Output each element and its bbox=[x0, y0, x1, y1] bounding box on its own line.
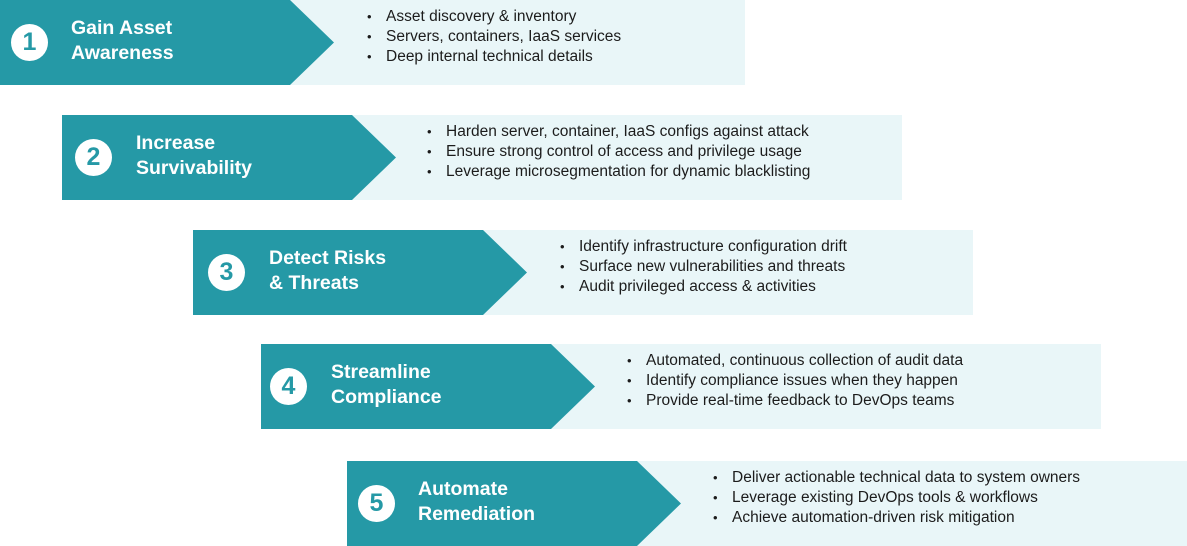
step-1-title-line1: Gain Asset bbox=[71, 17, 173, 39]
step-5-bullet-2: Leverage existing DevOps tools & workflo… bbox=[713, 488, 1080, 508]
step-2-title-line1: Increase bbox=[136, 132, 216, 154]
step-4-title: Streamline Compliance bbox=[331, 360, 551, 410]
step-1-number: 1 bbox=[11, 24, 48, 61]
step-5-title-line1: Automate bbox=[418, 478, 508, 500]
step-1-bullet-1: Asset discovery & inventory bbox=[367, 7, 621, 27]
step-3-bullets: Identify infrastructure configuration dr… bbox=[560, 237, 847, 297]
step-4: 4 Streamline Compliance Automated, conti… bbox=[261, 344, 1101, 429]
step-1-title-line2: Awareness bbox=[71, 42, 174, 64]
step-5-title: Automate Remediation bbox=[418, 477, 638, 527]
step-1-bullet-2: Servers, containers, IaaS services bbox=[367, 27, 621, 47]
step-4-bullets: Automated, continuous collection of audi… bbox=[627, 351, 963, 411]
step-2: 2 Increase Survivability Harden server, … bbox=[62, 115, 902, 200]
step-3-number: 3 bbox=[208, 254, 245, 291]
step-5-number: 5 bbox=[358, 485, 395, 522]
step-5-arrow bbox=[347, 461, 681, 546]
step-2-title: Increase Survivability bbox=[136, 131, 356, 181]
step-3: 3 Detect Risks & Threats Identify infras… bbox=[193, 230, 973, 315]
step-3-title: Detect Risks & Threats bbox=[269, 246, 489, 296]
step-4-title-line1: Streamline bbox=[331, 361, 431, 383]
step-5-bullet-3: Achieve automation-driven risk mitigatio… bbox=[713, 508, 1080, 528]
step-4-bullet-1: Automated, continuous collection of audi… bbox=[627, 351, 963, 371]
step-3-bullet-1: Identify infrastructure configuration dr… bbox=[560, 237, 847, 257]
step-4-bullet-2: Identify compliance issues when they hap… bbox=[627, 371, 963, 391]
step-5-bullets: Deliver actionable technical data to sys… bbox=[713, 468, 1080, 528]
step-1-title: Gain Asset Awareness bbox=[71, 16, 291, 66]
step-3-title-line1: Detect Risks bbox=[269, 247, 387, 269]
step-2-number: 2 bbox=[75, 139, 112, 176]
step-4-bullet-3: Provide real-time feedback to DevOps tea… bbox=[627, 391, 963, 411]
step-2-title-line2: Survivability bbox=[136, 157, 252, 179]
step-5-bullet-1: Deliver actionable technical data to sys… bbox=[713, 468, 1080, 488]
step-3-bullet-2: Surface new vulnerabilities and threats bbox=[560, 257, 847, 277]
step-4-arrow bbox=[261, 344, 595, 429]
step-1-arrow bbox=[0, 0, 334, 85]
step-1: 1 Gain Asset Awareness Asset discovery &… bbox=[0, 0, 745, 85]
step-5-title-line2: Remediation bbox=[418, 503, 536, 525]
step-2-bullet-1: Harden server, container, IaaS configs a… bbox=[427, 122, 810, 142]
step-1-bullets: Asset discovery & inventory Servers, con… bbox=[367, 7, 621, 67]
step-3-arrow bbox=[193, 230, 527, 315]
step-4-title-line2: Compliance bbox=[331, 386, 442, 408]
step-2-bullet-2: Ensure strong control of access and priv… bbox=[427, 142, 810, 162]
step-3-title-line2: & Threats bbox=[269, 272, 359, 294]
step-4-number: 4 bbox=[270, 368, 307, 405]
step-2-arrow bbox=[62, 115, 396, 200]
step-5: 5 Automate Remediation Deliver actionabl… bbox=[347, 461, 1187, 546]
step-1-bullet-3: Deep internal technical details bbox=[367, 47, 621, 67]
step-3-bullet-3: Audit privileged access & activities bbox=[560, 277, 847, 297]
step-2-bullet-3: Leverage microsegmentation for dynamic b… bbox=[427, 162, 810, 182]
step-2-bullets: Harden server, container, IaaS configs a… bbox=[427, 122, 810, 182]
